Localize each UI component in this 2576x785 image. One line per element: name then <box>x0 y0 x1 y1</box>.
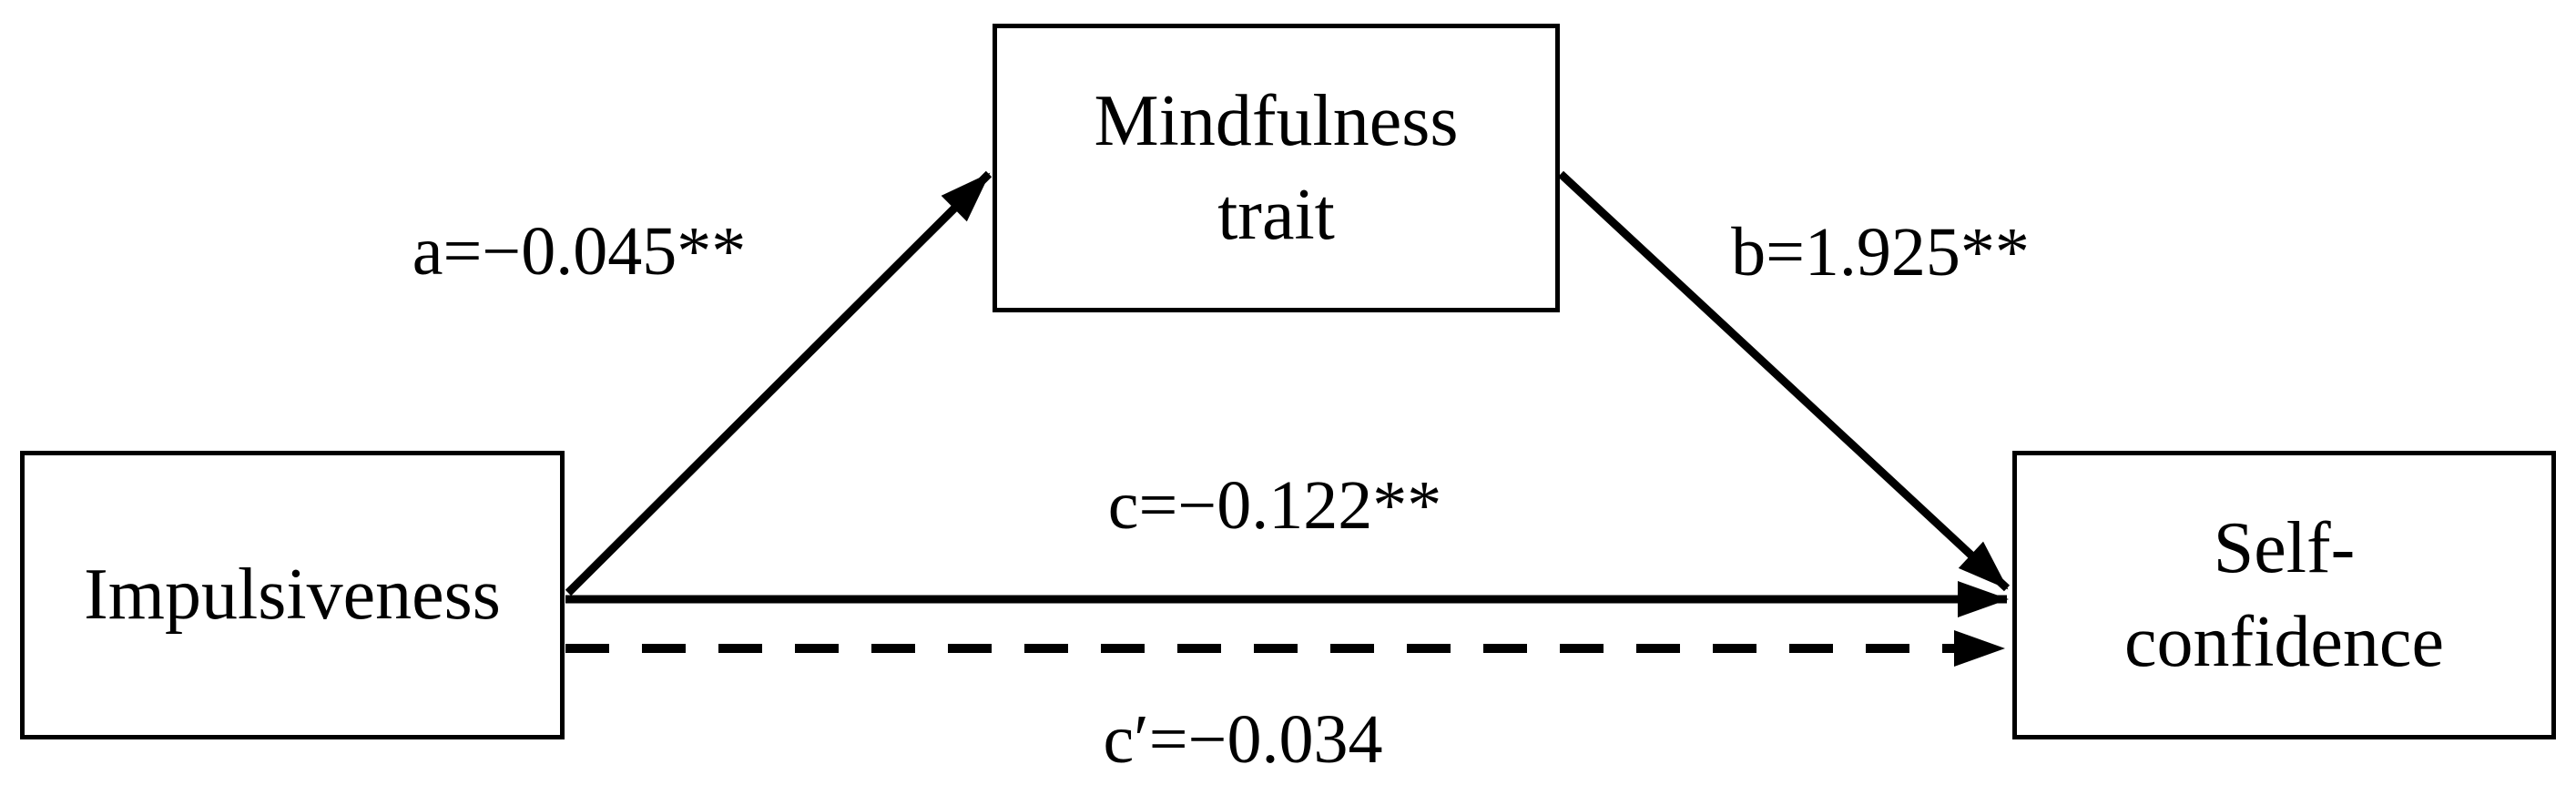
path-c-coefficient-label: c=−0.122** <box>1107 467 1442 545</box>
path-b-coefficient-label: b=1.925** <box>1731 214 2030 291</box>
path-c-prime-coefficient-label: c′=−0.034 <box>1103 701 1383 779</box>
self-confidence-label-line2: confidence <box>2124 601 2444 682</box>
impulsiveness-box: Impulsiveness <box>20 451 565 739</box>
mindfulness-label-line1: Mindfulness <box>1094 81 1459 162</box>
self-confidence-label-line1: Self- <box>2213 508 2356 589</box>
impulsiveness-label: Impulsiveness <box>84 555 501 636</box>
self-confidence-box: Self- confidence <box>2012 451 2556 739</box>
mindfulness-label-line2: trait <box>1217 174 1335 255</box>
mindfulness-trait-box: Mindfulness trait <box>993 24 1560 312</box>
path-a-coefficient-label: a=−0.045** <box>412 213 747 291</box>
path-a-arrow <box>565 170 993 596</box>
path-b-arrow <box>1557 170 2011 592</box>
